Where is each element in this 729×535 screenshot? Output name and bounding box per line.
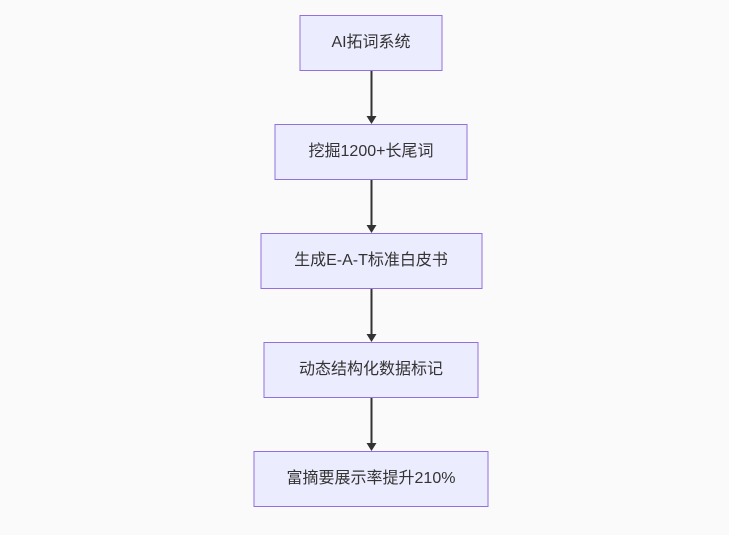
arrow-down-icon <box>366 443 376 451</box>
arrow-line <box>370 71 372 116</box>
flow-edge-1 <box>366 71 376 124</box>
node-label: 动态结构化数据标记 <box>298 361 443 378</box>
arrow-line <box>370 289 372 334</box>
flow-node-rich-snippet-result: 富摘要展示率提升210% <box>253 451 489 507</box>
arrow-down-icon <box>366 334 376 342</box>
arrow-down-icon <box>366 225 376 233</box>
flow-edge-2 <box>366 180 376 233</box>
flow-edge-4 <box>366 398 376 451</box>
arrow-line <box>370 398 372 443</box>
flow-edge-3 <box>366 289 376 342</box>
flow-node-eat-whitepaper: 生成E-A-T标准白皮书 <box>260 233 482 289</box>
flow-node-ai-keyword-system: AI拓词系统 <box>299 15 443 71</box>
node-label: AI拓词系统 <box>331 34 411 51</box>
flow-node-structured-data-markup: 动态结构化数据标记 <box>263 342 479 398</box>
arrow-down-icon <box>366 116 376 124</box>
node-label: 富摘要展示率提升210% <box>286 470 456 487</box>
arrow-line <box>370 180 372 225</box>
flowchart: AI拓词系统 挖掘1200+长尾词 生成E-A-T标准白皮书 动态结构化数据标记 <box>253 15 489 507</box>
flow-node-longtail-mining: 挖掘1200+长尾词 <box>274 124 468 180</box>
node-label: 挖掘1200+长尾词 <box>308 143 434 160</box>
node-label: 生成E-A-T标准白皮书 <box>294 252 448 269</box>
